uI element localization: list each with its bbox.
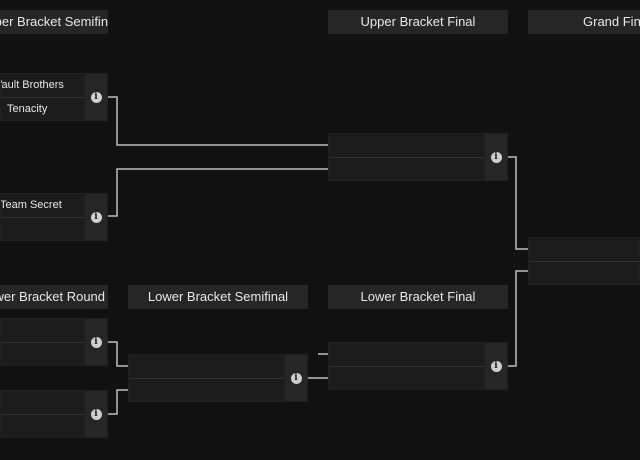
slot-divider [1,414,87,415]
team-slot[interactable] [329,158,487,181]
connector-ubf [508,156,528,250]
team-slot[interactable]: Team Secret [1,199,62,211]
team-slot[interactable] [1,391,87,414]
info-icon[interactable]: i [90,211,102,223]
connector-lbf [508,270,528,367]
match-info-button[interactable]: i [485,343,507,389]
header-upper-final: Upper Bracket Final [328,10,508,34]
team-slot[interactable]: Vault Brothers [1,79,64,91]
match-lbr2a[interactable]: i [0,318,108,366]
match-info-button[interactable]: i [85,194,107,240]
team-slot[interactable] [329,134,487,157]
header-lower-semifinal: Lower Bracket Semifinal [128,285,308,309]
info-icon[interactable]: i [290,372,302,384]
slot-divider [329,157,487,158]
team-slot[interactable] [529,262,640,285]
slot-divider [1,342,87,343]
info-icon[interactable]: i [90,408,102,420]
header-lower-final: Lower Bracket Final [328,285,508,309]
match-lbr2b[interactable]: i [0,390,108,438]
team-slot[interactable] [129,379,287,402]
match-ubf[interactable]: i [328,133,508,181]
match-ubsf1[interactable]: Vault Brothers Tenacity i [0,73,108,121]
team-slot[interactable] [1,415,87,438]
slot-divider [1,97,87,98]
slot-divider [529,261,640,262]
match-info-button[interactable]: i [85,319,107,365]
match-lbf[interactable]: i [328,342,508,390]
info-icon[interactable]: i [490,151,502,163]
team-slot[interactable] [1,218,87,241]
header-lower-round2: Lower Bracket Round 2 [0,285,108,309]
slot-divider [129,378,287,379]
match-grand-final[interactable] [528,237,640,285]
team-slot[interactable] [329,367,487,390]
team-slot[interactable] [1,319,87,342]
info-icon[interactable]: i [490,360,502,372]
team-slot[interactable] [1,343,87,366]
slot-divider [329,366,487,367]
match-info-button[interactable]: i [85,391,107,437]
team-slot[interactable] [129,355,287,378]
match-info-button[interactable]: i [485,134,507,180]
connector-ubsf1 [108,96,328,146]
info-icon[interactable]: i [90,336,102,348]
connector-lbr2b [108,389,128,415]
match-ubsf2[interactable]: Team Secret i [0,193,108,241]
connector-ubsf2 [108,168,328,217]
match-lbsf[interactable]: i [128,354,308,402]
team-slot[interactable] [529,238,640,261]
header-grand-final: Grand Final [528,10,640,34]
team-slot[interactable]: Tenacity [7,103,48,115]
team-slot[interactable] [329,343,487,366]
slot-divider [1,217,87,218]
match-info-button[interactable]: i [85,74,107,120]
match-info-button[interactable]: i [285,355,307,401]
connector-lbr2a [108,341,128,367]
header-upper-semifinals: Upper Bracket Semifinals [0,10,108,34]
info-icon[interactable]: i [90,91,102,103]
